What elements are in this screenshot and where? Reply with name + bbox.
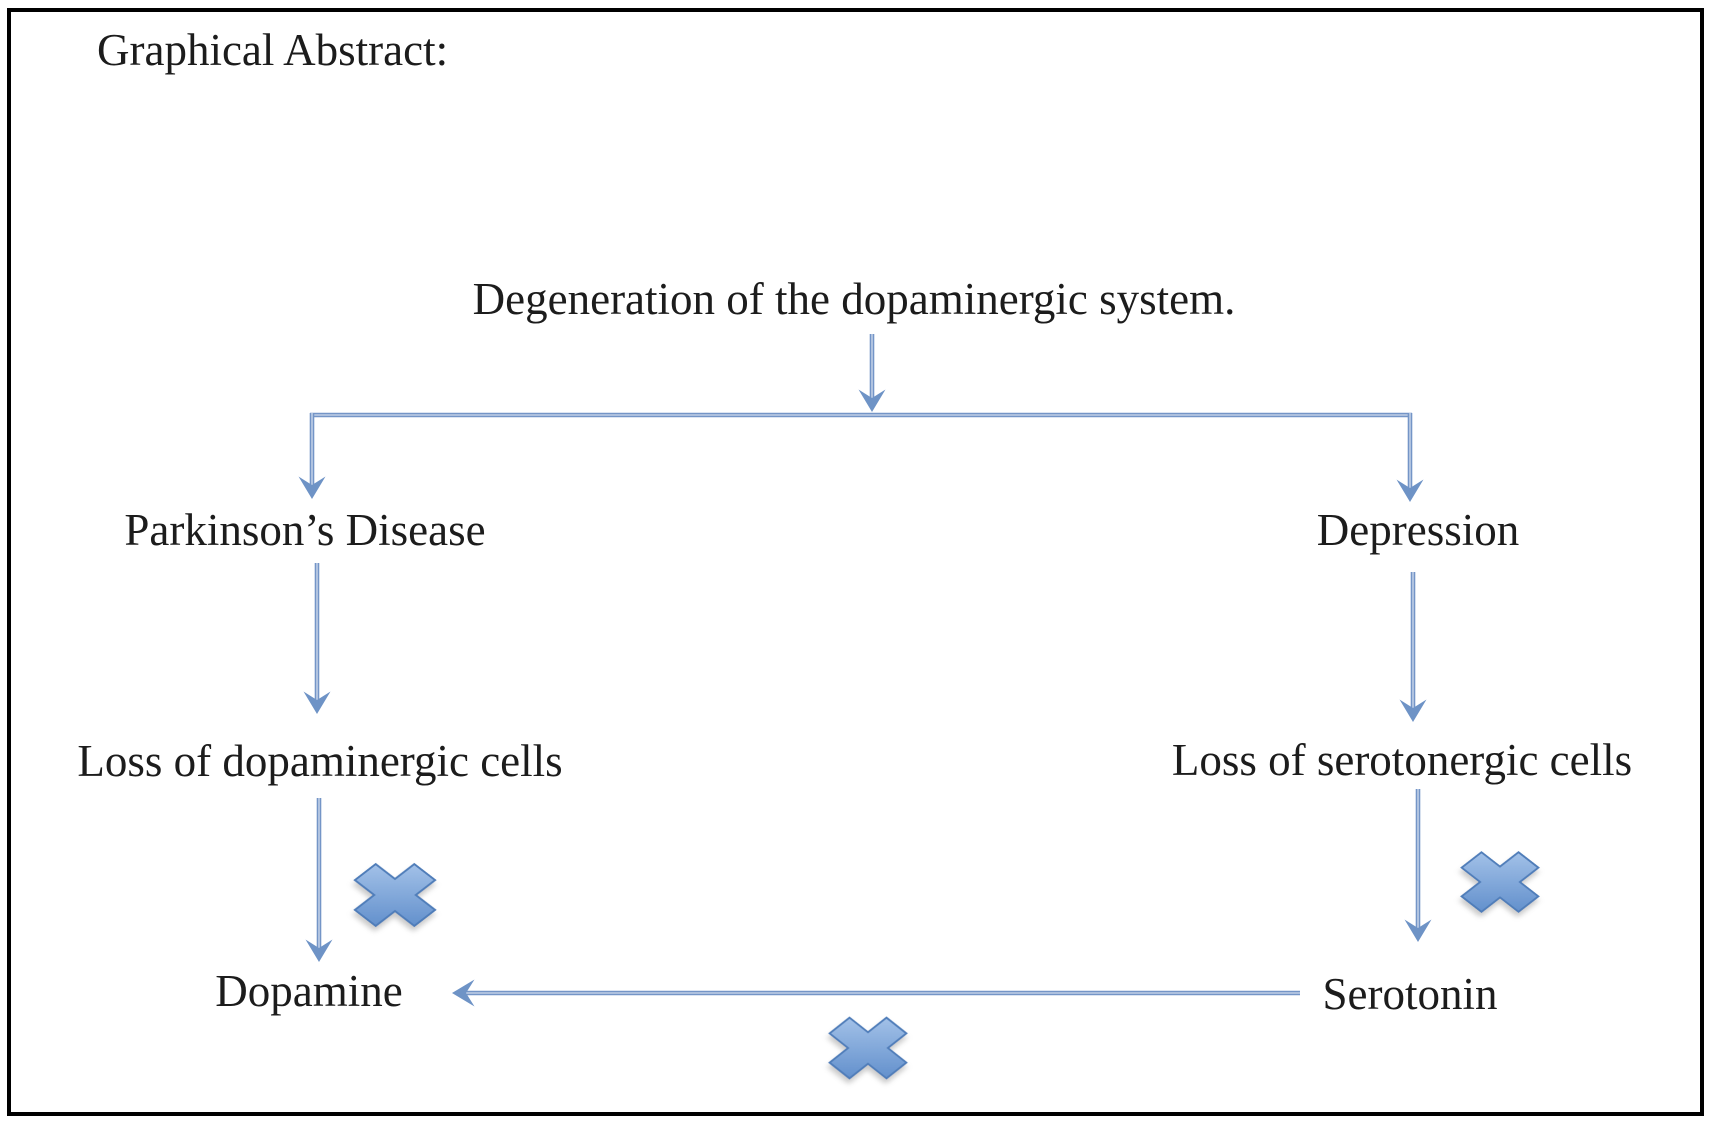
node-loss-serotonergic-cells: Loss of serotonergic cells <box>1171 735 1633 785</box>
arrow-parkinsons-to-loss <box>303 563 331 714</box>
arrow-branch-to-parkinsons <box>298 413 326 499</box>
blocked-cross-icon-dopamine <box>334 848 456 942</box>
figure-border-frame <box>7 8 1704 1116</box>
arrow-depression-to-loss <box>1399 572 1427 722</box>
arrow-loss-to-dopamine <box>305 798 333 962</box>
node-dopamine: Dopamine <box>215 966 403 1016</box>
node-parkinsons-disease: Parkinson’s Disease <box>124 505 486 555</box>
node-serotonin: Serotonin <box>1322 969 1498 1019</box>
node-depression: Depression <box>1316 505 1520 555</box>
node-loss-dopaminergic-cells: Loss of dopaminergic cells <box>77 736 563 786</box>
arrow-branch-to-depression <box>1396 413 1424 502</box>
arrow-loss-to-serotonin <box>1404 789 1432 942</box>
blocked-cross-icon-serotonin-to-dopamine <box>810 1001 926 1095</box>
blocked-cross-icon-serotonin <box>1442 836 1558 928</box>
arrow-degeneration-to-branch <box>858 334 886 412</box>
node-degeneration: Degeneration of the dopaminergic system. <box>472 274 1236 324</box>
figure-title: Graphical Abstract: <box>97 25 449 75</box>
arrow-serotonin-to-dopamine <box>452 979 1300 1007</box>
